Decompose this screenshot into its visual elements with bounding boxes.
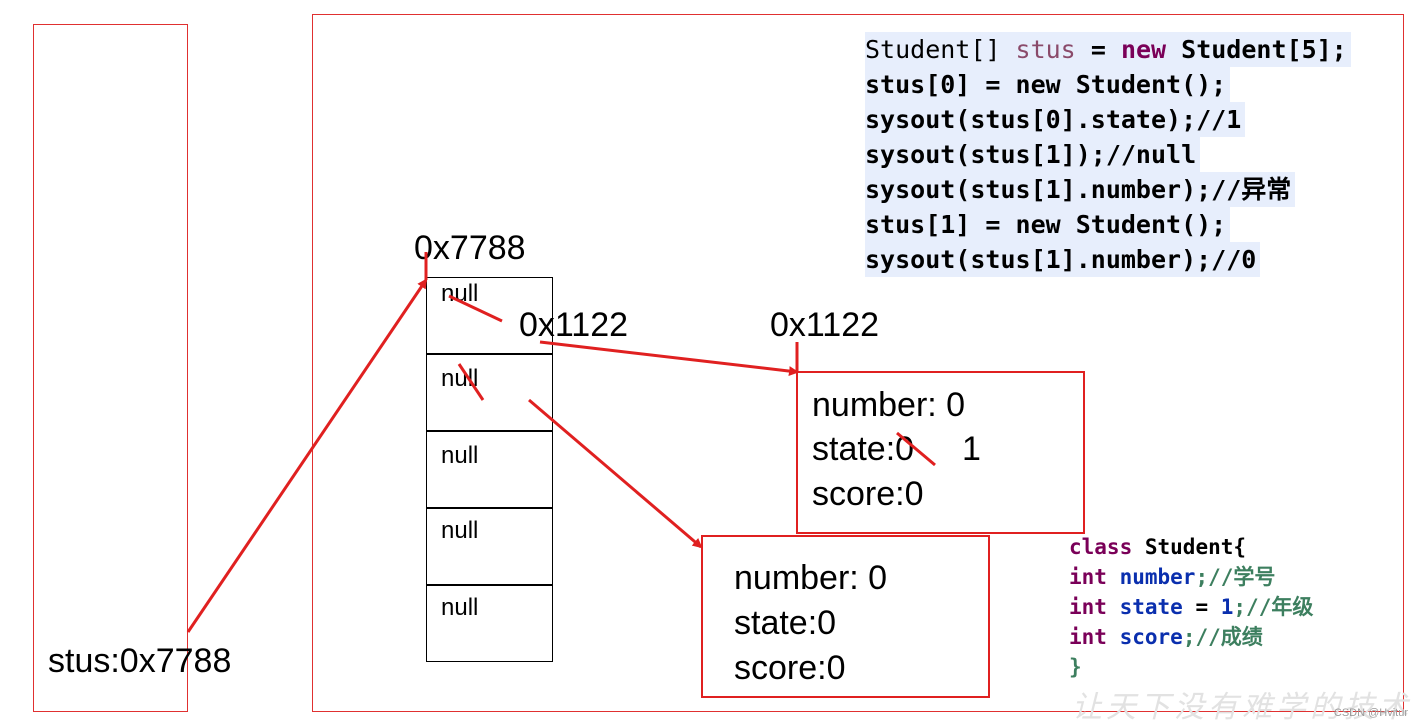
object2-state-field: state:0: [734, 604, 837, 642]
watermark-slogan: 让天下没有难学的技术: [1072, 690, 1412, 725]
array-address: 0x7788: [414, 229, 526, 267]
array-cell-3: null: [426, 508, 553, 585]
class-keyword: class: [1069, 535, 1133, 559]
watermark-credit: CSDN @Hvitur: [1333, 707, 1408, 719]
array-cell-value: null: [441, 442, 479, 469]
array-cell-0-new-address: 0x1122: [519, 306, 629, 344]
int-keyword: int: [1069, 565, 1107, 589]
stack-variable-label: stus:0x7788: [48, 642, 232, 680]
int-keyword: int: [1069, 595, 1107, 619]
arrow-cell1-to-object2: [528, 398, 703, 549]
int-keyword: int: [1069, 625, 1107, 649]
code-line-6: stus[1] = new Student();: [865, 207, 1231, 242]
object1-state-new-value: 1: [962, 430, 981, 468]
arrow-stack-to-array: [186, 278, 428, 633]
object2-box: [701, 535, 990, 698]
field-number-comment: ;//学号: [1195, 565, 1276, 589]
array-cell-value: null: [441, 365, 479, 392]
heap-frame: [312, 14, 1404, 712]
object1-address: 0x1122: [770, 306, 880, 344]
code-token-type: Student[]: [865, 35, 1001, 64]
array-cell-value: null: [441, 517, 479, 544]
class-close-brace: }: [1069, 655, 1082, 679]
array-cell-4: null: [426, 585, 553, 662]
strike-state-zero: [896, 431, 936, 467]
object2-number-field: number: 0: [734, 559, 888, 597]
code-line-4: sysout(stus[1]);//null: [865, 137, 1201, 172]
code-token-rest: Student[5];: [1181, 35, 1347, 64]
field-score-comment: ;//成绩: [1182, 625, 1263, 649]
class-definition: class Student{ int number;//学号 int state…: [1069, 532, 1313, 682]
code-line-1: Student[] stus = new Student[5];: [865, 32, 1351, 67]
arrow-cell0-to-object1: [539, 340, 799, 377]
code-token-new: new: [1120, 35, 1167, 64]
object1-number-field: number: 0: [812, 386, 966, 424]
strike-cell1-null: [457, 363, 485, 401]
strike-cell0-null: [448, 294, 503, 323]
field-state-eq: =: [1182, 595, 1221, 619]
code-line-5: sysout(stus[1].number);//异常: [865, 172, 1296, 207]
class-name: Student{: [1144, 535, 1247, 559]
code-line-2: stus[0] = new Student();: [865, 67, 1231, 102]
object1-state-field: state:0: [812, 430, 915, 468]
field-state-comment: ;//年级: [1233, 595, 1314, 619]
array-cell-1: null: [426, 354, 553, 431]
code-line-3: sysout(stus[0].state);//1: [865, 102, 1246, 137]
stack-frame: [33, 24, 188, 712]
field-state-value: 1: [1220, 595, 1234, 619]
code-line-7: sysout(stus[1].number);//0: [865, 242, 1261, 277]
array-cell-2: null: [426, 431, 553, 508]
field-score: score: [1119, 625, 1183, 649]
code-token-var: stus: [1015, 35, 1076, 64]
object2-score-field: score:0: [734, 649, 846, 687]
array-cell-value: null: [441, 594, 479, 621]
code-snippet: Student[] stus = new Student[5]; stus[0]…: [865, 32, 1351, 277]
object1-score-field: score:0: [812, 475, 924, 513]
field-state: state: [1119, 595, 1183, 619]
code-token-eq: =: [1090, 35, 1106, 64]
field-number: number: [1119, 565, 1196, 589]
object1-box: [796, 371, 1085, 534]
